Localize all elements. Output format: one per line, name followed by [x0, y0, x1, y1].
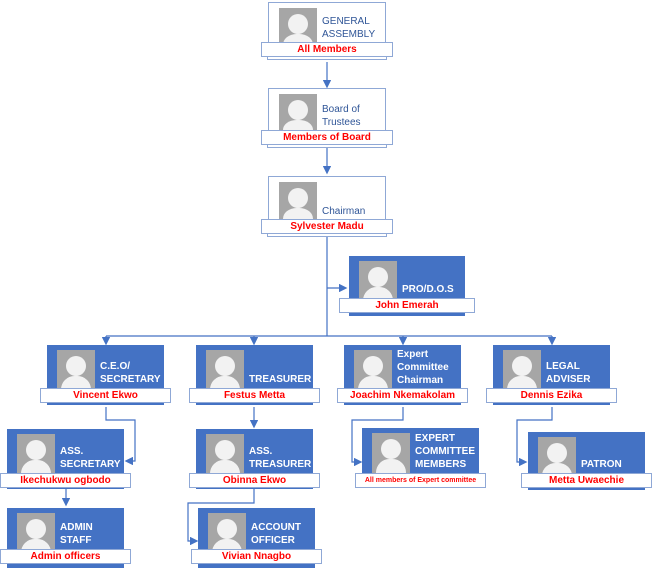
node-title-line: Expert [397, 349, 429, 360]
node-title-line: SECRETARY [60, 459, 121, 470]
node-title: C.E.O/SECRETARY [100, 360, 161, 386]
node-title-line: ADMIN [60, 522, 93, 533]
node-title-line: TREASURER [249, 459, 312, 470]
node-name: Vincent Ekwo [40, 388, 171, 403]
person-placeholder-icon [57, 350, 95, 398]
node-title: ASS. SECRETARY [60, 445, 121, 471]
node-title-line: C.E.O/ [100, 361, 131, 372]
node-title-line: LEGAL [546, 361, 580, 372]
node-title-line: PRO/D.O.S [402, 284, 454, 295]
node-title-line: ADVISER [546, 374, 591, 385]
node-title-line: ACCOUNT [251, 522, 301, 533]
node-name: Sylvester Madu [261, 219, 393, 234]
node-name: Joachim Nkemakolam [337, 388, 468, 403]
node-name: All Members [261, 42, 393, 57]
node-name: Obinna Ekwo [189, 473, 320, 488]
node-name: Dennis Ezika [486, 388, 617, 403]
node-title-line: Board of [322, 104, 360, 115]
node-title-line: GENERAL [322, 16, 370, 27]
node-title: ASS. TREASURER [249, 445, 311, 471]
node-name: All members of Expert committee [355, 473, 486, 488]
node-title: PRO/D.O.S [402, 283, 454, 296]
node-title: PATRON [581, 458, 622, 471]
node-title-line: OFFICER [251, 535, 295, 546]
node-title-line: EXPERT [415, 433, 456, 444]
node-title-line: Trustees [322, 117, 361, 128]
node-title: LEGAL ADVISER [546, 360, 590, 386]
node-title-line: Chairman [397, 375, 444, 386]
name-bar-shadow [267, 233, 387, 237]
node-name: Ikechukwu ogbodo [0, 473, 131, 488]
node-title-line: COMMITTEE [415, 446, 475, 457]
node-title: Board of Trustees [322, 103, 361, 129]
name-bar-shadow [267, 56, 387, 60]
node-title-line: Committee [397, 362, 449, 373]
node-name: Vivian Nnagbo [191, 549, 322, 564]
edge-ass-treasurer-account [187, 487, 255, 546]
node-name: Admin officers [0, 549, 131, 564]
node-title-line: SECRETARY [100, 374, 161, 385]
node-title: GENERAL ASSEMBLY [322, 15, 375, 41]
node-title: TREASURER [249, 373, 311, 386]
node-title-line: STAFF [60, 535, 92, 546]
node-title-line: MEMBERS [415, 459, 467, 470]
edge-expert-members [351, 407, 404, 467]
node-name: Festus Metta [189, 388, 320, 403]
node-name: Members of Board [261, 130, 393, 145]
node-name: John Emerah [339, 298, 475, 313]
node-title: Chairman [322, 205, 365, 218]
node-title-line: ASS. [249, 446, 273, 457]
node-title-line: Chairman [322, 206, 366, 217]
name-bar-shadow [267, 144, 387, 148]
edge-legal-patron [516, 407, 553, 467]
node-title-line: PATRON [581, 459, 622, 470]
node-title-line: ASS. [60, 446, 84, 457]
node-title: ADMIN STAFF [60, 521, 93, 547]
edge-ceo-ass-secretary [105, 407, 136, 466]
person-placeholder-icon [279, 182, 317, 224]
person-placeholder-icon [279, 94, 317, 134]
node-title-line: TREASURER [249, 374, 312, 385]
node-title-line: ASSEMBLY [322, 29, 376, 40]
node-name: Metta Uwaechie [521, 473, 652, 488]
node-title: ACCOUNT OFFICER [251, 521, 301, 547]
node-title: EXPERT COMMITTEE MEMBERS [415, 432, 475, 471]
